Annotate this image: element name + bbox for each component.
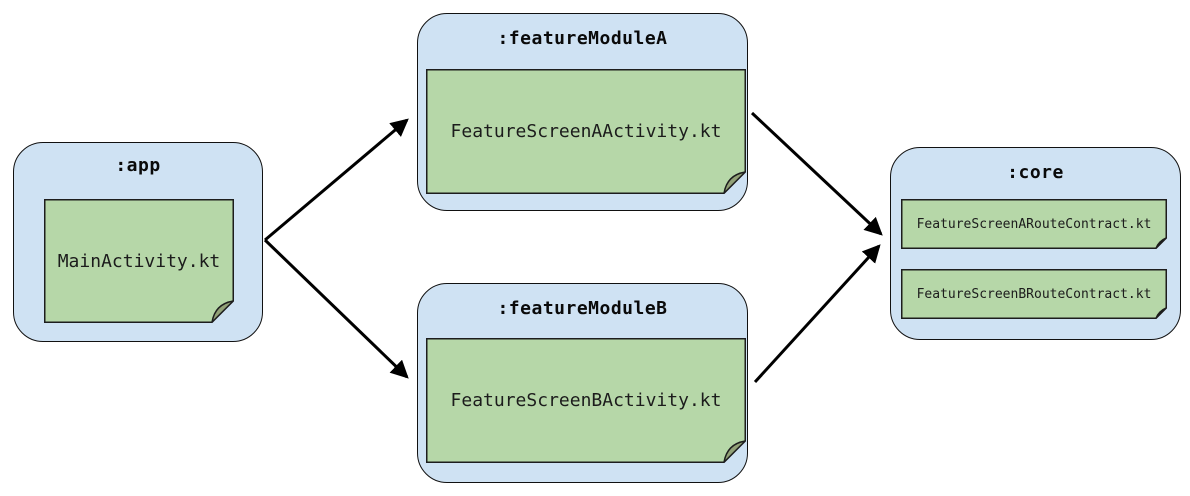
folded-note-shape: [426, 69, 746, 194]
module-featureModuleB: :featureModuleB FeatureScreenBActivity.k…: [417, 283, 748, 483]
file-name: FeatureScreenAActivity.kt: [450, 121, 722, 142]
module-app: :app MainActivity.kt: [13, 142, 263, 342]
file-note-feature-screen-a-route-contract: FeatureScreenARouteContract.kt: [901, 199, 1167, 249]
edge-app-to-featureModuleB: [263, 238, 409, 379]
file-name: FeatureScreenBActivity.kt: [450, 390, 722, 411]
folded-note-shape: [901, 199, 1167, 249]
file-note-feature-screen-b-activity: FeatureScreenBActivity.kt: [426, 338, 746, 463]
edge-app-to-featureModuleA: [264, 118, 409, 242]
module-featureModuleB-title: :featureModuleB: [497, 298, 668, 319]
file-name: MainActivity.kt: [57, 250, 221, 272]
module-featureModuleA: :featureModuleA FeatureScreenAActivity.k…: [417, 13, 748, 211]
module-core-title: :core: [1007, 162, 1064, 183]
file-note-main-activity: MainActivity.kt: [44, 199, 234, 323]
module-core: :core FeatureScreenARouteContract.kt Fea…: [890, 147, 1181, 340]
file-name: FeatureScreenARouteContract.kt: [916, 216, 1152, 232]
file-name: FeatureScreenBRouteContract.kt: [916, 286, 1152, 302]
file-note-feature-screen-a-activity: FeatureScreenAActivity.kt: [426, 69, 746, 194]
module-featureModuleA-title: :featureModuleA: [497, 28, 668, 49]
edge-featureModuleA-to-core: [750, 111, 883, 236]
module-app-title: :app: [115, 155, 161, 176]
file-note-feature-screen-b-route-contract: FeatureScreenBRouteContract.kt: [901, 269, 1167, 319]
folded-note-shape: [426, 338, 746, 463]
folded-note-shape: [901, 269, 1167, 319]
folded-note-shape: [44, 199, 234, 323]
edge-featureModuleB-to-core: [753, 244, 881, 384]
